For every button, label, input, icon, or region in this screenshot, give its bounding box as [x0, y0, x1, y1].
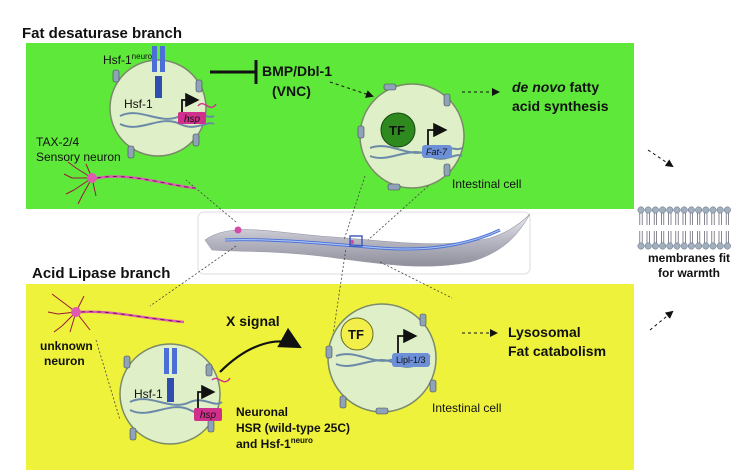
lipid-head: [644, 242, 652, 250]
lipid-head: [651, 206, 659, 214]
hsr-line3: and Hsf-1neuro: [236, 436, 313, 451]
lipid-head: [702, 242, 710, 250]
acid-neuron-cell: hsp: [119, 343, 231, 445]
acid-intestinal-cell: TF Lipl-1/3: [325, 303, 437, 415]
lipid-head: [695, 242, 703, 250]
fat-outcome-line2: acid synthesis: [512, 98, 609, 114]
lipid-head: [716, 242, 724, 250]
lipid-head: [637, 206, 645, 214]
hsp-label-acid: hsp: [200, 410, 217, 421]
unknown-neuron-line1: unknown: [40, 339, 93, 353]
sensory-neuron-drawing: [63, 161, 97, 205]
acid-cell-label: Intestinal cell: [432, 401, 501, 415]
fat-neuron-cell: hsp: [109, 46, 217, 159]
unknown-neuron-line2: neuron: [44, 354, 85, 368]
hsr-line1: Neuronal: [236, 405, 288, 419]
hsf1-label-fat: Hsf-1: [124, 97, 153, 111]
lipid-head: [644, 206, 652, 214]
acid-panel: [26, 284, 634, 470]
membrane-bilayer-icon: [637, 206, 731, 250]
hsr-line2: HSR (wild-type 25C): [236, 421, 350, 435]
lipid-head: [659, 242, 667, 250]
c-elegans-worm: [197, 211, 531, 275]
lipid-head: [637, 242, 645, 250]
lipid-head: [723, 242, 731, 250]
fat-branch-title: Fat desaturase branch: [22, 25, 182, 42]
sensory-neuron-line2: Sensory neuron: [36, 150, 121, 164]
tf-label-acid: TF: [348, 327, 364, 342]
bmp-to-cell-arrow: [329, 81, 374, 98]
hsf1-label-acid: Hsf-1: [134, 387, 163, 401]
hsf1-neuro-label: Hsf-1neuro: [103, 52, 153, 67]
acid-outcome-line1: Lysosomal: [508, 324, 581, 340]
unknown-neuron-soma: [71, 307, 81, 317]
lipl-gene: [392, 353, 430, 367]
lipid-head: [651, 242, 659, 250]
membrane-label-line2: for warmth: [658, 266, 720, 280]
lipid-head: [695, 206, 703, 214]
lipid-head: [709, 206, 717, 214]
lipid-head: [702, 206, 710, 214]
fat-outcome-line1: de novo fatty: [512, 79, 599, 95]
hsp-gene-acid: [194, 408, 222, 421]
bmp-signal-line2: (VNC): [272, 83, 311, 99]
fat7-gene: [422, 145, 452, 158]
lipid-head: [666, 206, 674, 214]
sensory-neuron-soma: [87, 173, 97, 183]
fat7-label: Fat-7: [426, 147, 448, 157]
membrane-label-line1: membranes fit: [648, 251, 730, 265]
lipid-head: [687, 206, 695, 214]
unknown-neuron-drawing: [47, 293, 91, 333]
fat-to-membrane-arrow: [647, 149, 674, 168]
tf-label-fat: TF: [389, 123, 405, 138]
lipl-label: Lipl-1/3: [396, 355, 426, 365]
x-signal-arrow: [219, 327, 302, 373]
hsp-gene-fat: [178, 112, 206, 124]
acid-branch-title: Acid Lipase branch: [32, 265, 170, 282]
lipid-head: [680, 206, 688, 214]
tf-circle-acid: [340, 317, 374, 351]
lipid-head: [716, 206, 724, 214]
lipid-head: [673, 206, 681, 214]
lipid-head: [666, 242, 674, 250]
lipid-head: [659, 206, 667, 214]
hsp-label-fat: hsp: [184, 114, 201, 125]
tf-circle-fat: [380, 112, 416, 148]
acid-to-membrane-arrow: [649, 310, 674, 331]
lipid-head: [673, 242, 681, 250]
acid-outcome-line2: Fat catabolism: [508, 343, 606, 359]
fat-cell-label: Intestinal cell: [452, 177, 521, 191]
lipid-head: [723, 206, 731, 214]
sensory-neuron-line1: TAX-2/4: [36, 135, 79, 149]
fat-intestinal-cell: TF Fat-7: [357, 83, 465, 191]
bmp-signal-line1: BMP/Dbl-1: [262, 63, 332, 79]
hsf1-protein: [152, 46, 165, 98]
x-signal-label: X signal: [226, 313, 280, 329]
lipid-head: [709, 242, 717, 250]
lipid-head: [680, 242, 688, 250]
lipid-head: [687, 242, 695, 250]
